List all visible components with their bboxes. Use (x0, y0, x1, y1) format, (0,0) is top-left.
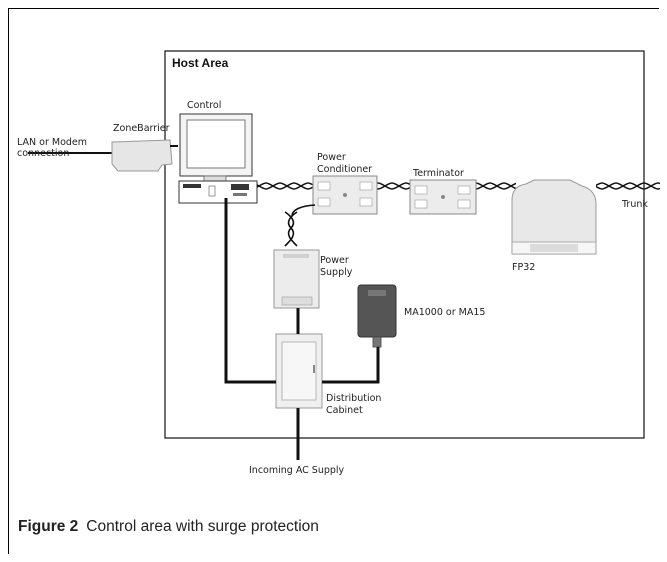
incoming-ac-label: Incoming AC Supply (249, 465, 345, 476)
distribution-label-2: Cabinet (326, 405, 363, 416)
trunk-cable-mid (377, 182, 410, 194)
lan-label-2: connection (17, 148, 69, 159)
power-conditioner-label-2: Conditioner (317, 164, 372, 175)
distribution-label-1: Distribution (326, 393, 381, 404)
zonebarrier-device (111, 139, 178, 172)
trunk-cable-right1 (476, 182, 516, 194)
trunk-label: Trunk (621, 199, 648, 210)
host-area-title: Host Area (172, 56, 229, 70)
figure-number: Figure 2 (18, 518, 79, 535)
terminator-device (409, 179, 477, 215)
ma1000-device (357, 284, 397, 348)
trunk-cable-left (257, 182, 313, 194)
figure-caption: Figure 2 Control area with surge protecti… (18, 518, 319, 536)
power-wiring (224, 198, 380, 460)
power-supply-cable (284, 204, 316, 247)
terminator-label: Terminator (412, 168, 464, 179)
control-monitor (179, 113, 253, 182)
control-computer (178, 180, 258, 204)
host-area-box (164, 50, 645, 439)
distribution-cabinet (275, 333, 323, 409)
lan-label-1: LAN or Modem (17, 137, 87, 148)
ma-label: MA1000 or MA15 (404, 307, 485, 318)
figure-caption-text: Control area with surge protection (86, 518, 319, 535)
power-supply-device (273, 249, 320, 309)
figure-frame (8, 8, 659, 554)
power-supply-label-2: Supply (320, 267, 353, 278)
power-supply-label-1: Power (320, 255, 349, 266)
trunk-cable-right2 (596, 182, 660, 194)
control-label: Control (187, 100, 221, 111)
power-conditioner-label-1: Power (317, 152, 346, 163)
fp32-label: FP32 (512, 262, 535, 273)
power-conditioner-device (312, 175, 378, 215)
zonebarrier-label: ZoneBarrier (113, 123, 170, 134)
fp32-device (511, 179, 597, 255)
